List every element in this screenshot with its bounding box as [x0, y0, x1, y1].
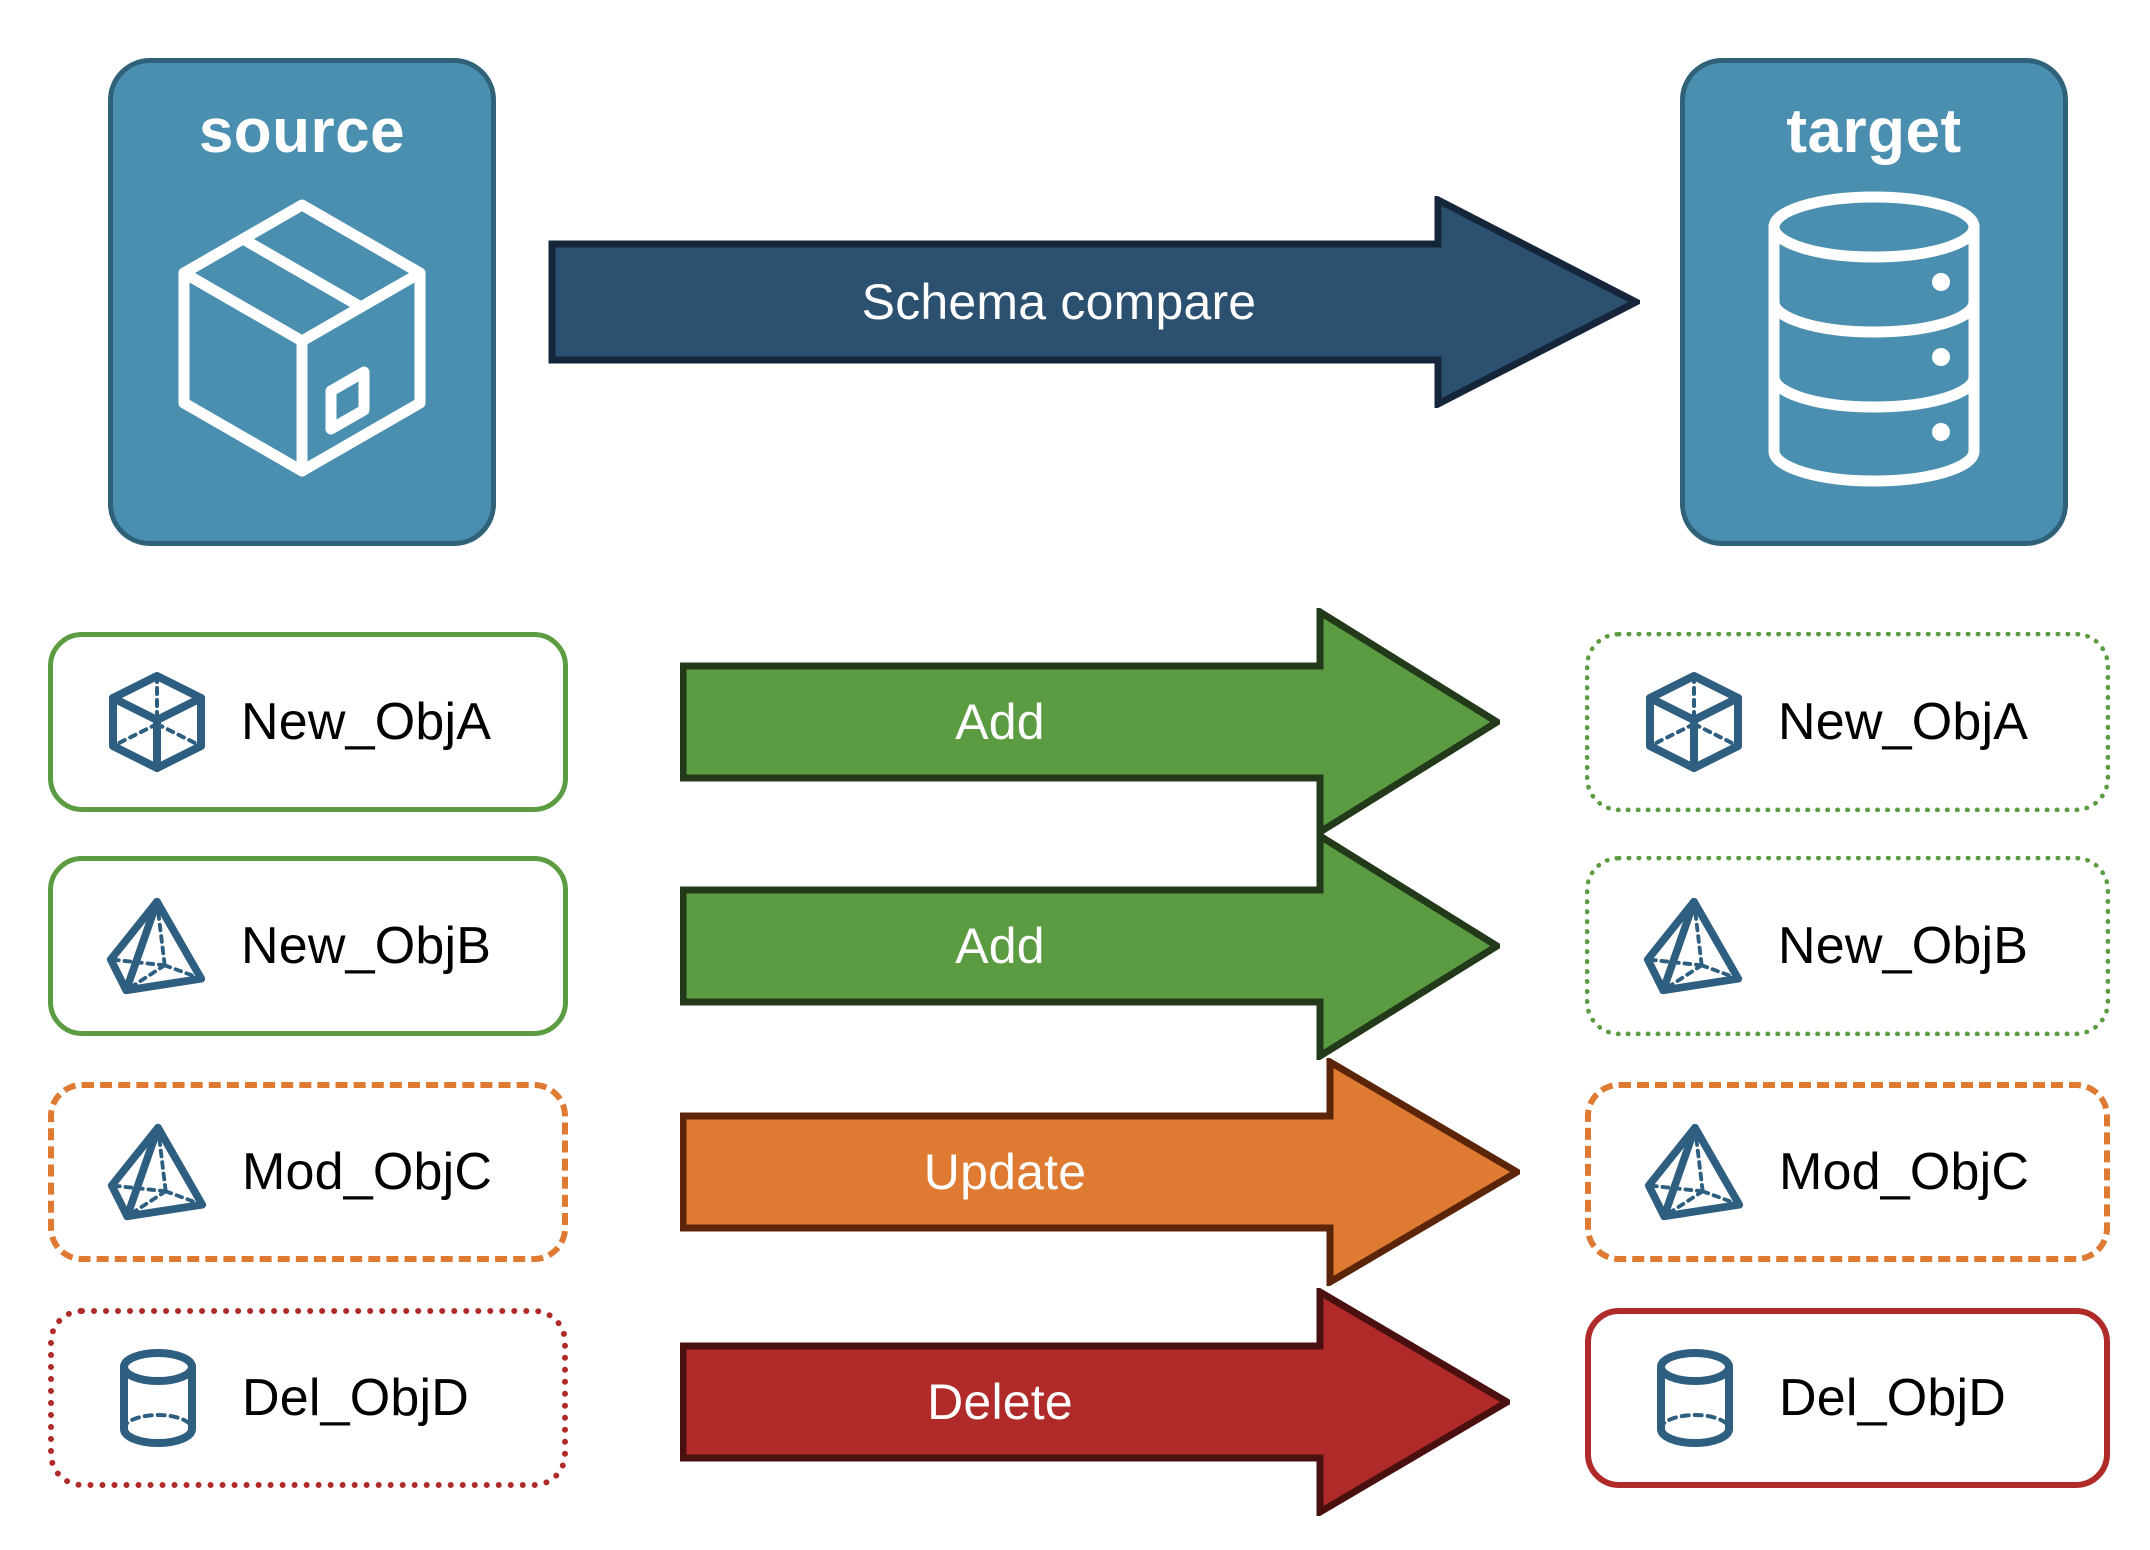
pyramid-wireframe-icon [105, 894, 209, 998]
source-object-box-1[interactable]: New_ObjB [48, 856, 568, 1036]
target-object-box-1[interactable]: New_ObjB [1585, 856, 2110, 1036]
cube-wireframe-icon [1642, 670, 1746, 774]
cylinder-wireframe-icon [1643, 1346, 1747, 1450]
target-object-label-0: New_ObjA [1778, 693, 2029, 751]
source-object-label-1: New_ObjB [241, 917, 492, 975]
pyramid-wireframe-icon [1643, 1120, 1747, 1224]
package-box-icon [168, 189, 436, 484]
source-object-label-0: New_ObjA [241, 693, 492, 751]
pyramid-wireframe-icon [106, 1120, 210, 1224]
action-arrow-label-0: Add [955, 694, 1045, 750]
target-object-label-3: Del_ObjD [1779, 1369, 2007, 1427]
target-object-box-2[interactable]: Mod_ObjC [1585, 1082, 2110, 1262]
target-object-label-2: Mod_ObjC [1779, 1143, 2030, 1201]
source-object-box-3[interactable]: Del_ObjD [48, 1308, 568, 1488]
action-arrow-shape-3 [680, 1288, 1510, 1516]
action-arrow-0[interactable]: Add [680, 608, 1500, 836]
pyramid-wireframe-icon [1642, 894, 1746, 998]
action-arrow-3[interactable]: Delete [680, 1288, 1510, 1516]
action-arrow-shape-0 [680, 608, 1500, 836]
schema-compare-arrow[interactable]: Schema compare [548, 196, 1640, 408]
cube-wireframe-icon [105, 670, 209, 774]
endpoint-card-source[interactable]: source [108, 58, 496, 546]
source-object-label-3: Del_ObjD [242, 1369, 470, 1427]
action-arrow-label-2: Update [923, 1144, 1087, 1200]
cylinder-wireframe-icon [106, 1346, 210, 1450]
endpoint-card-target[interactable]: target [1680, 58, 2068, 546]
action-arrow-shape-1 [680, 832, 1500, 1060]
action-arrow-label-3: Delete [927, 1374, 1073, 1430]
action-arrow-label-1: Add [955, 918, 1045, 974]
action-arrow-1[interactable]: Add [680, 832, 1500, 1060]
schema-compare-arrow-label: Schema compare [861, 274, 1257, 330]
target-object-box-0[interactable]: New_ObjA [1585, 632, 2110, 812]
source-object-label-2: Mod_ObjC [242, 1143, 493, 1201]
action-arrow-shape-2 [680, 1058, 1520, 1286]
target-object-label-1: New_ObjB [1778, 917, 2029, 975]
source-object-box-2[interactable]: Mod_ObjC [48, 1082, 568, 1262]
database-cylinder-icon [1755, 189, 1993, 494]
endpoint-title-target: target [1786, 97, 1962, 166]
source-object-box-0[interactable]: New_ObjA [48, 632, 568, 812]
endpoint-title-source: source [198, 97, 406, 166]
action-arrow-2[interactable]: Update [680, 1058, 1520, 1286]
schema-compare-arrow-shape [548, 196, 1640, 408]
target-object-box-3[interactable]: Del_ObjD [1585, 1308, 2110, 1488]
